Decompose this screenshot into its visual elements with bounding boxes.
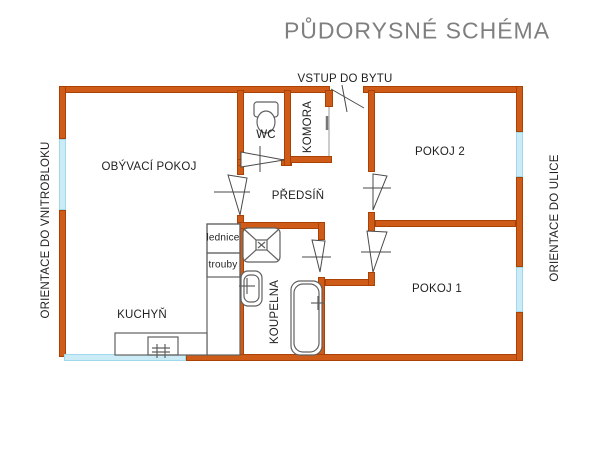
shower-icon: [242, 227, 281, 263]
window-room2-east: [516, 132, 523, 177]
window-room1-east: [516, 267, 523, 312]
cabinet-column: [206, 223, 241, 356]
burners-icon: [152, 344, 170, 358]
bathroom-door-icon: [302, 239, 331, 273]
room-label-room1: POKOJ 1: [412, 283, 462, 295]
wall-bath-right-upper: [318, 222, 325, 240]
living-door-icon: [214, 174, 250, 216]
room1-door-icon: [361, 230, 391, 273]
wall-room2-room1-divider: [375, 220, 516, 227]
oven-cabinet: [206, 252, 241, 278]
wall-pantry-bottom: [290, 156, 332, 163]
wall-outer-left-upper: [59, 86, 66, 139]
room-label-bathroom: KOUPELNA: [269, 279, 281, 345]
wc-door-icon: [240, 146, 285, 172]
bathtub-icon: [290, 280, 325, 356]
room-label-kitchen: KUCHYŇ: [117, 309, 167, 321]
wall-living-wc-divider: [237, 90, 244, 175]
room-label-wc: WC: [256, 129, 276, 141]
wall-pantry-right-top: [325, 90, 333, 107]
room-label-pantry: KOMORA: [302, 100, 314, 154]
window-living-west: [59, 139, 66, 210]
wall-outer-left-lower: [59, 210, 66, 357]
stove-icon: [147, 336, 179, 356]
entrance-door-icon: [330, 84, 365, 113]
wall-outer-right-upper: [516, 86, 523, 132]
room-label-hall: PŘEDSÍŇ: [271, 190, 325, 202]
toilet-icon: [253, 101, 279, 134]
entrance-label: VSTUP DO BYTU: [297, 73, 393, 85]
page-title: PŮDORYSNÉ SCHÉMA: [283, 17, 551, 44]
kitchen-counter: [114, 332, 208, 358]
wall-outer-right-middle: [516, 177, 523, 267]
room-label-living: OBÝVACÍ POKOJ: [101, 161, 197, 173]
fridge-label: lednice: [206, 232, 240, 244]
pantry-door-icon: [325, 107, 330, 156]
room2-door-icon: [363, 173, 391, 211]
wall-hall-divider-lower: [368, 272, 375, 286]
wall-wc-pantry-divider: [284, 90, 291, 166]
sink-icon: [239, 270, 263, 307]
ovens-label: trouby: [208, 259, 238, 271]
wall-outer-right-lower: [516, 312, 523, 361]
wall-hall-divider-upper: [368, 90, 375, 172]
room-label-room2: POKOJ 2: [415, 146, 465, 158]
